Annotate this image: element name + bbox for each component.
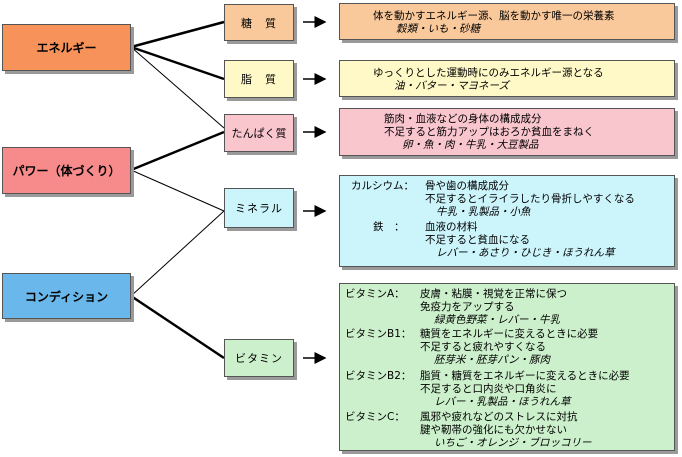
category-energy: エネルギー bbox=[2, 24, 131, 71]
link-power-protein bbox=[130, 130, 225, 172]
vitamin-a-role: 皮膚・粘膜・視覚を正常に保つ bbox=[420, 288, 567, 300]
category-condition-label: コンディション bbox=[24, 289, 109, 304]
nutrient-sugar: 糖 質 bbox=[224, 4, 294, 41]
vitamin-b2-foods: レバー・乳製品・ほうれん草 bbox=[434, 396, 571, 408]
description-sugar: 体を動かすエネルギー源、脳を動かす唯一の栄養素 穀類・いも・砂糖 bbox=[339, 3, 675, 40]
iron-foods: レバー・あさり・ひじき・ほうれん草 bbox=[436, 247, 615, 259]
iron-name: 鉄 ： bbox=[373, 221, 405, 233]
description-protein: 筋肉・血液などの身体の構成成分 不足すると筋力アップはおろか貧血をまねく 卵・魚… bbox=[339, 108, 675, 156]
calcium-deficiency: 不足するとイライラしたり骨折しやすくなる bbox=[425, 193, 635, 205]
vitamin-c-role2: 腱や靭帯の強化にも欠かせない bbox=[420, 424, 567, 436]
sugar-description: 体を動かすエネルギー源、脳を動かす唯一の栄養素 bbox=[373, 10, 615, 22]
iron-deficiency: 不足すると貧血になる bbox=[425, 234, 530, 246]
vitamin-b2-name: ビタミンB2： bbox=[345, 370, 412, 382]
vitamin-c-name: ビタミンC： bbox=[345, 411, 405, 423]
vitamin-c-role: 風邪や疲れなどのストレスに対抗 bbox=[420, 411, 578, 423]
vitamin-a-foods: 緑黄色野菜・レバー・牛乳 bbox=[434, 314, 560, 326]
link-energy-protein bbox=[130, 46, 225, 129]
vitamin-b1-deficiency: 不足すると疲れやすくなる bbox=[420, 341, 546, 353]
protein-description: 筋肉・血液などの身体の構成成分 bbox=[384, 113, 542, 125]
link-condition-mineral bbox=[130, 210, 225, 297]
vitamin-a-role2: 免疫力をアップする bbox=[420, 301, 515, 313]
fat-foods: 油・バター・マヨネーズ bbox=[394, 80, 509, 92]
nutrient-fat: 脂 質 bbox=[224, 60, 294, 98]
protein-deficiency: 不足すると筋力アップはおろか貧血をまねく bbox=[384, 126, 594, 138]
link-condition-vitamin bbox=[130, 294, 225, 360]
calcium-name: カルシウム： bbox=[351, 180, 414, 192]
nutrient-fat-label: 脂 質 bbox=[241, 73, 277, 86]
calcium-foods: 牛乳・乳製品・小魚 bbox=[436, 206, 531, 218]
category-power: パワー（体づくり） bbox=[2, 147, 131, 194]
category-power-label: パワー（体づくり） bbox=[12, 164, 121, 178]
nutrient-sugar-label: 糖 質 bbox=[241, 16, 277, 30]
vitamin-c-foods: いちご・オレンジ・ブロッコリー bbox=[434, 437, 592, 449]
nutrient-mineral-label: ミネラル bbox=[235, 202, 283, 215]
vitamin-b1-name: ビタミンB1： bbox=[345, 328, 412, 340]
category-condition: コンディション bbox=[2, 273, 131, 319]
description-mineral: カルシウム： 骨や歯の構成成分 不足するとイライラしたり骨折しやすくなる 牛乳・… bbox=[339, 175, 675, 267]
description-fat: ゆっくりとした運動時にのみエネルギー源となる 油・バター・マヨネーズ bbox=[339, 60, 675, 97]
nutrient-vitamin-label: ビタミン bbox=[235, 352, 283, 365]
description-vitamin: ビタミンA： 皮膚・粘膜・視覚を正常に保つ 免疫力をアップする 緑黄色野菜・レバ… bbox=[339, 283, 675, 451]
sugar-foods: 穀類・いも・砂糖 bbox=[396, 23, 480, 35]
nutrient-mineral: ミネラル bbox=[224, 188, 294, 228]
link-energy-sugar bbox=[130, 20, 225, 49]
vitamin-b1-role: 糖質をエネルギーに変えるときに必要 bbox=[420, 328, 599, 340]
vitamin-b2-role: 脂質・糖質をエネルギーに変えるときに必要 bbox=[420, 370, 630, 382]
calcium-role: 骨や歯の構成成分 bbox=[425, 180, 509, 192]
link-power-mineral bbox=[130, 169, 225, 212]
vitamin-b2-deficiency: 不足すると口内炎や口角炎に bbox=[420, 383, 557, 395]
fat-description: ゆっくりとした運動時にのみエネルギー源となる bbox=[373, 67, 604, 79]
nutrient-protein-label: たんぱく質 bbox=[231, 127, 287, 140]
protein-foods: 卵・魚・肉・牛乳・大豆製品 bbox=[402, 139, 539, 151]
iron-role: 血液の材料 bbox=[425, 221, 478, 233]
nutrient-protein: たんぱく質 bbox=[224, 114, 294, 152]
vitamin-b1-foods: 胚芽米・胚芽パン・豚肉 bbox=[434, 354, 551, 366]
nutrient-vitamin: ビタミン bbox=[224, 339, 294, 377]
category-energy-label: エネルギー bbox=[36, 41, 97, 55]
vitamin-a-name: ビタミンA： bbox=[345, 288, 405, 300]
link-energy-fat bbox=[130, 45, 225, 81]
